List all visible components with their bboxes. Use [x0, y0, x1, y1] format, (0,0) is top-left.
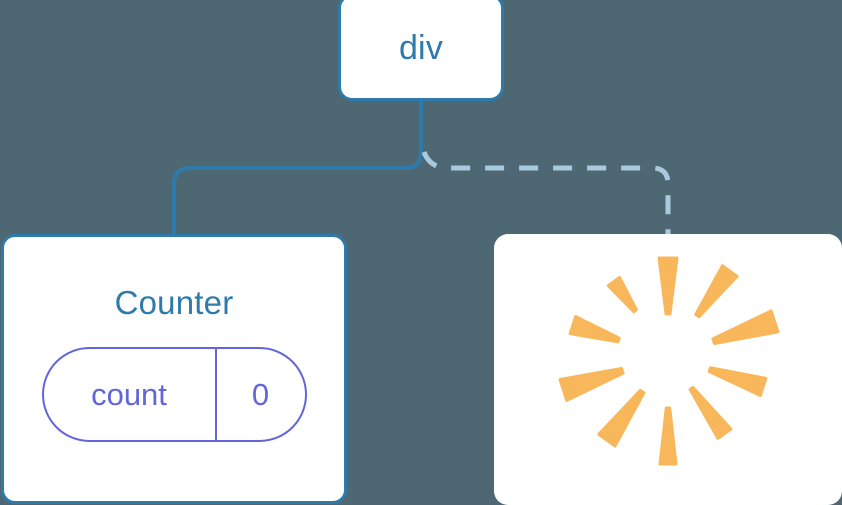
node-counter-label: Counter — [114, 284, 234, 321]
state-pill-key: count — [91, 377, 167, 412]
sparkle-ray-2 — [711, 309, 780, 345]
node-div-label: div — [398, 28, 444, 67]
node-div[interactable]: div — [338, 0, 504, 101]
sparkle-ray-8 — [568, 315, 621, 344]
sparkle-ray-1 — [694, 264, 739, 319]
state-pill-count[interactable]: count 0 — [41, 347, 307, 442]
sparkle-ray-3 — [707, 366, 768, 397]
edge-div-to-sparkle — [421, 151, 671, 236]
sparkle-ray-6 — [597, 388, 646, 448]
sparkle-ray-9 — [606, 275, 638, 314]
sparkle-ray-5 — [658, 406, 678, 466]
edge-div-to-counter — [172, 99, 423, 238]
node-counter[interactable]: Counter count 0 — [1, 234, 347, 504]
sparkle-ray-7 — [558, 367, 625, 402]
sparkle-ray-4 — [688, 385, 733, 440]
node-sparkle[interactable] — [494, 234, 842, 505]
state-pill-value: 0 — [214, 349, 305, 440]
sparkle-ray-0 — [657, 256, 679, 316]
sparkle-burst-icon — [558, 256, 780, 466]
